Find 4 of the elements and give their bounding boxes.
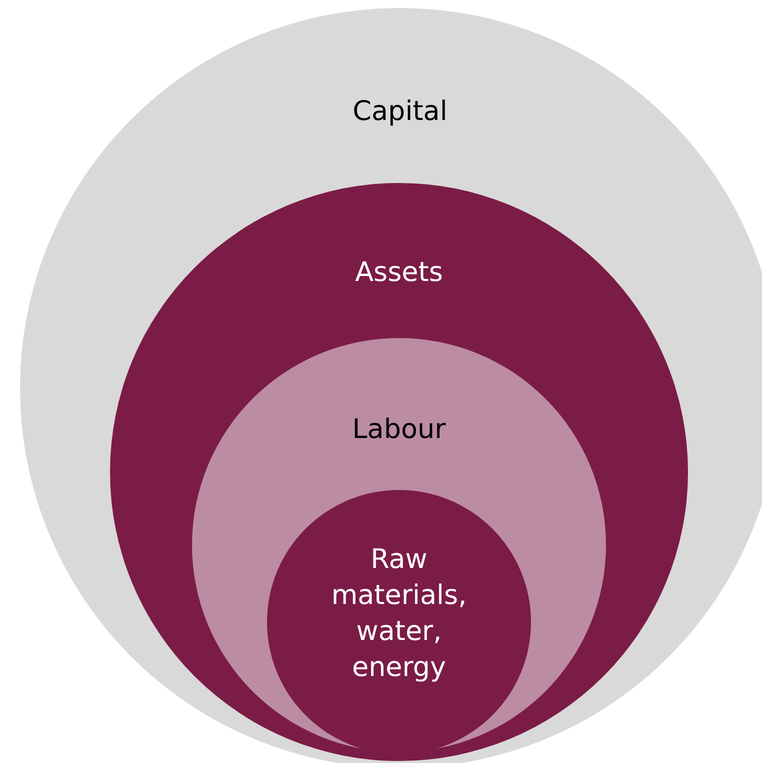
circle-label: Labour (351, 413, 447, 447)
circle-label: Capital (352, 95, 448, 129)
circle-label: Raw materials, water, energy (330, 543, 468, 685)
circle-label: Assets (354, 256, 444, 290)
